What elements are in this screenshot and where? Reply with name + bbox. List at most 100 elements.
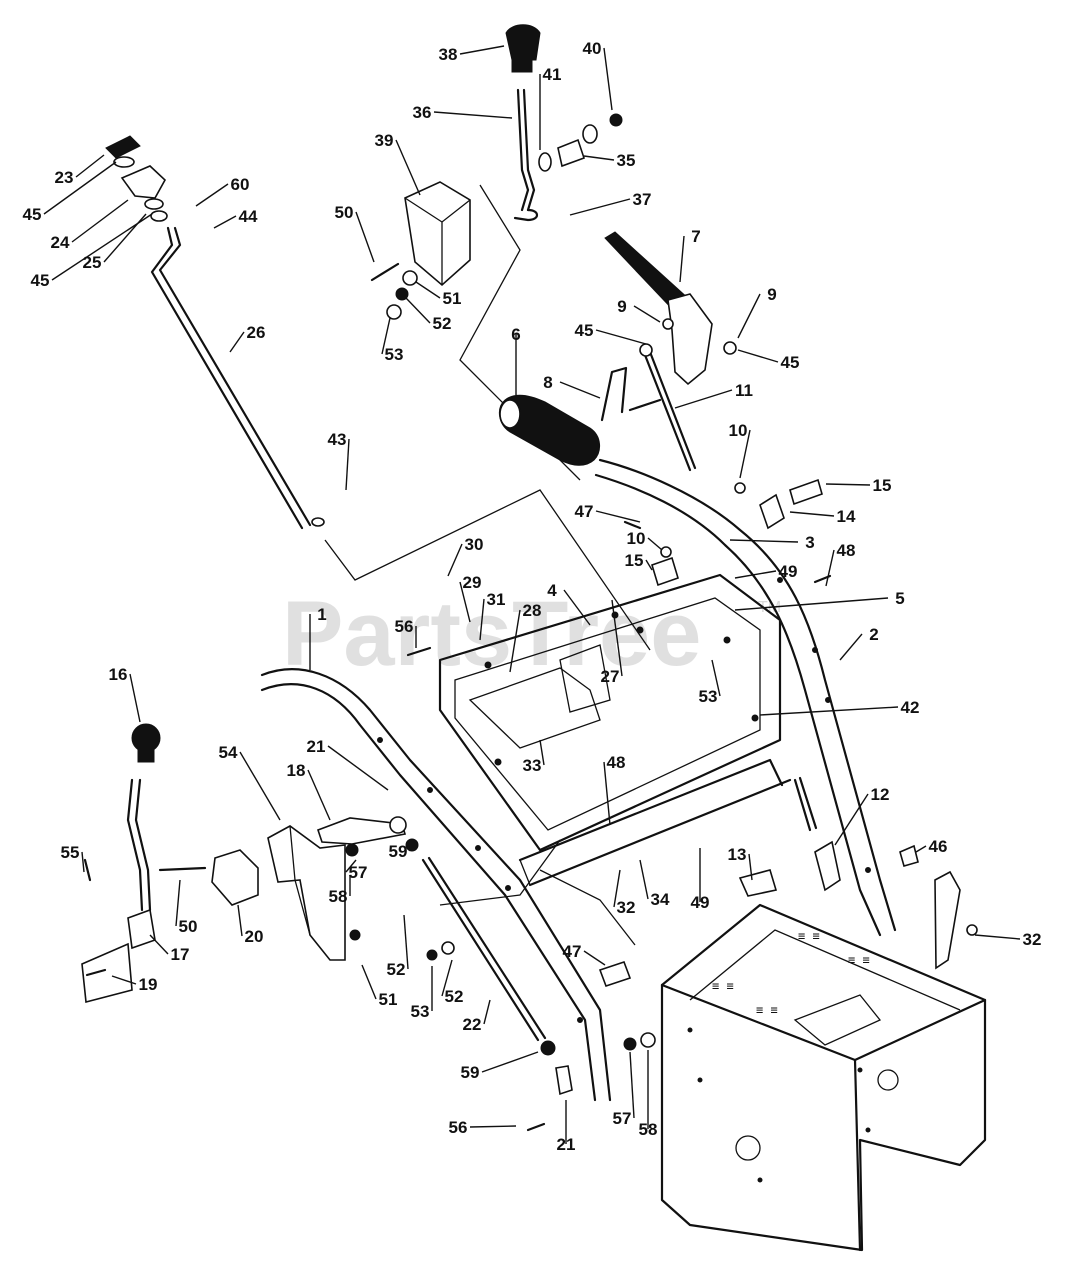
shift-rod: [150, 226, 325, 530]
callout-23: 23: [55, 168, 74, 187]
callout-57: 57: [613, 1109, 632, 1128]
callout-leader-31: [479, 598, 485, 641]
callout-leader-34: [639, 859, 649, 900]
callout-9: 9: [617, 297, 626, 316]
callout-leader-33: [539, 739, 545, 766]
callout-leader-29: [459, 581, 471, 623]
callout-7: 7: [691, 227, 700, 246]
bushing-35: [538, 113, 623, 172]
callout-15: 15: [625, 551, 644, 570]
callout-33: 33: [523, 756, 542, 775]
callout-leader-43: [345, 438, 350, 491]
callout-leader-42: [759, 706, 899, 716]
callout-37: 37: [633, 190, 652, 209]
callout-leader-53: [381, 317, 391, 355]
callout-45: 45: [23, 205, 42, 224]
callout-58: 58: [639, 1120, 658, 1139]
callout-53: 53: [411, 1002, 430, 1021]
callout-leader-37: [569, 198, 631, 216]
callout-60: 60: [231, 175, 250, 194]
callout-56: 56: [395, 617, 414, 636]
callout-leader-51: [415, 281, 441, 299]
callout-leader-39: [395, 139, 421, 196]
callout-48: 48: [607, 753, 626, 772]
callout-51: 51: [443, 289, 462, 308]
callout-leader-38: [459, 45, 505, 55]
callout-50: 50: [179, 917, 198, 936]
callout-leader-47: [595, 510, 641, 523]
housing: ≡ ≡ ≡ ≡ ≡ ≡ ≡ ≡: [660, 903, 987, 1252]
callout-leader-57: [629, 1051, 635, 1119]
callout-57: 57: [349, 863, 368, 882]
callout-leader-32: [613, 869, 621, 908]
callout-leader-32: [974, 934, 1021, 940]
callout-leader-9: [737, 293, 761, 339]
callout-leader-45: [43, 161, 117, 215]
callout-9: 9: [767, 285, 776, 304]
callout-leader-26: [229, 331, 245, 353]
callout-leader-44: [213, 215, 237, 229]
chute-arm: [934, 870, 961, 970]
callout-leader-59: [481, 1051, 539, 1073]
callout-5: 5: [895, 589, 904, 608]
callout-leader-59: [407, 844, 411, 852]
callout-2: 2: [869, 625, 878, 644]
svg-text:≡ ≡: ≡ ≡: [798, 929, 820, 943]
callout-leader-3: [729, 539, 799, 543]
callout-46: 46: [929, 837, 948, 856]
callout-32: 32: [617, 898, 636, 917]
callout-34: 34: [651, 890, 670, 909]
crank-knob: [105, 135, 168, 222]
callout-leader-45: [737, 349, 779, 363]
callout-leader-50: [175, 879, 181, 927]
callout-leader-8: [559, 381, 601, 399]
callout-leader-13: [748, 853, 753, 881]
callout-13: 13: [728, 845, 747, 864]
callout-leader-51: [361, 964, 377, 1000]
callout-21: 21: [307, 737, 326, 756]
callout-35: 35: [617, 151, 636, 170]
callout-leader-15: [645, 559, 653, 571]
callout-leader-19: [111, 975, 137, 985]
callout-39: 39: [375, 131, 394, 150]
callout-45: 45: [31, 271, 50, 290]
callout-17: 17: [171, 945, 190, 964]
callout-leader-17: [149, 934, 169, 955]
callout-24: 24: [51, 233, 70, 252]
callout-leader-22: [483, 999, 491, 1025]
callout-49: 49: [779, 562, 798, 581]
callout-47: 47: [575, 502, 594, 521]
callout-leader-11: [674, 389, 733, 409]
callout-8: 8: [543, 373, 552, 392]
callout-leader-23: [75, 154, 105, 178]
callout-leader-18: [307, 769, 331, 821]
callout-19: 19: [139, 975, 158, 994]
callout-leader-9: [633, 305, 661, 323]
callout-leader-12: [834, 793, 869, 846]
callout-11: 11: [735, 381, 753, 400]
callout-leader-4: [563, 589, 591, 626]
lever-7: [604, 231, 737, 386]
bottom-rod: [518, 758, 792, 887]
callout-leader-54: [239, 751, 281, 821]
shift-lever-left: [81, 723, 161, 1004]
callout-leader-45: [595, 329, 647, 345]
callout-leader-15: [825, 483, 871, 486]
callout-45: 45: [575, 321, 594, 340]
callout-12: 12: [871, 785, 890, 804]
callout-leader-7: [679, 235, 685, 283]
callout-44: 44: [239, 207, 258, 226]
callout-leader-10: [647, 537, 663, 551]
callout-30: 30: [465, 535, 484, 554]
callout-29: 29: [463, 573, 482, 592]
callout-27: 27: [601, 667, 620, 686]
fasteners-upper: [370, 262, 418, 320]
callout-leader-48: [603, 761, 611, 826]
callout-leader-60: [195, 183, 229, 207]
callout-leader-47: [583, 950, 606, 966]
svg-text:≡ ≡: ≡ ≡: [756, 1003, 778, 1017]
callout-59: 59: [461, 1063, 480, 1082]
callout-16: 16: [109, 665, 128, 684]
callout-38: 38: [439, 45, 458, 64]
pins: [623, 478, 823, 587]
